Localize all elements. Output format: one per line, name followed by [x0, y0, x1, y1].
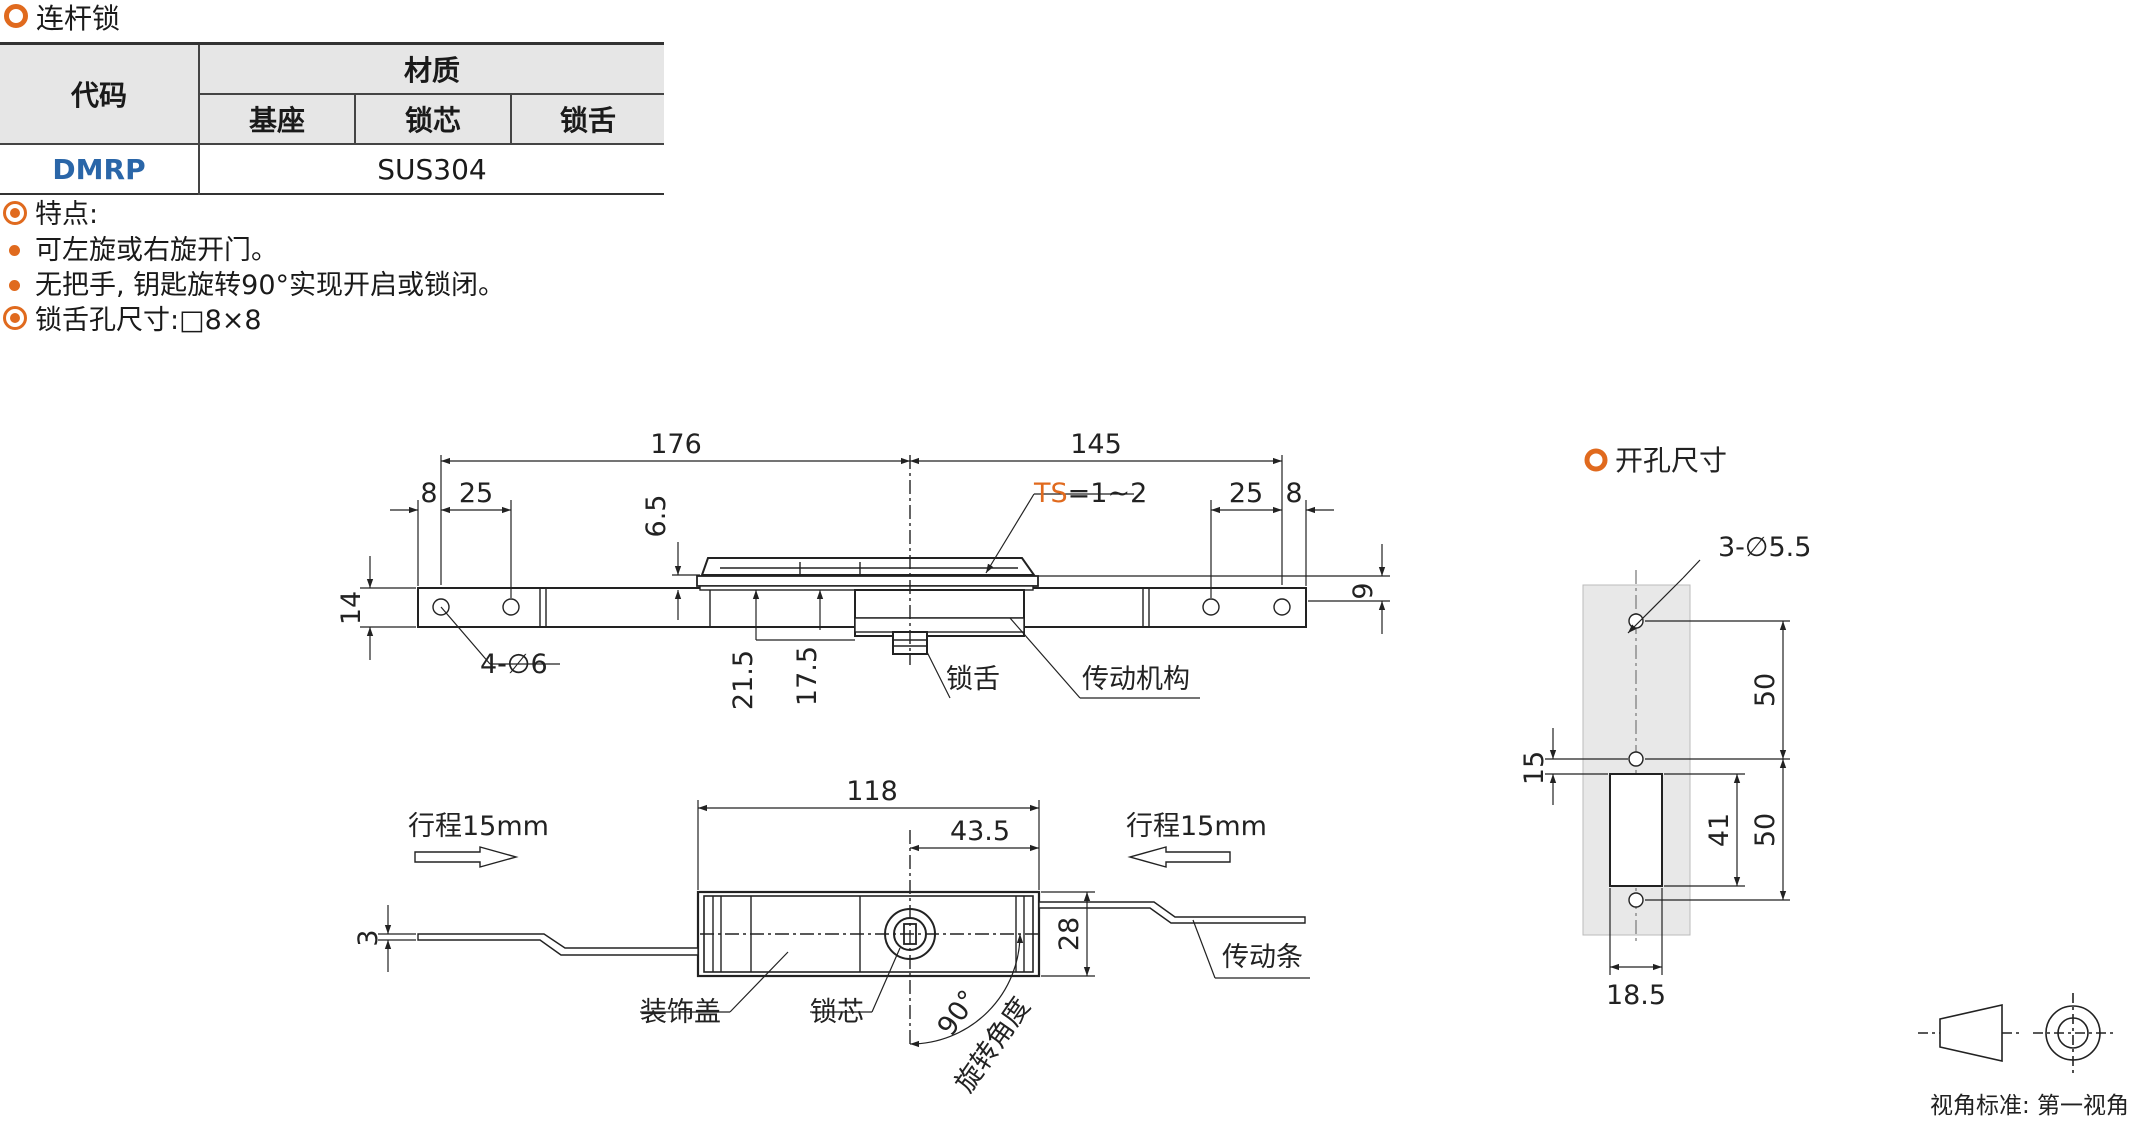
material-table: 代码 材质 基座 锁芯 锁舌 DMRP SUS304 — [0, 42, 664, 195]
dim-43-5: 43.5 — [950, 816, 1010, 847]
cutout-dim-18-5: 18.5 — [1606, 980, 1666, 1011]
label-mechanism: 传动机构 — [1082, 664, 1190, 695]
table-row: DMRP SUS304 — [0, 144, 664, 194]
subheader-core: 锁芯 — [355, 94, 512, 145]
code-header: 代码 — [0, 43, 200, 145]
title-bullet-icon — [4, 4, 28, 28]
projection-symbol — [1918, 993, 2113, 1073]
hole-size-line: 锁舌孔尺寸:□8×8 — [35, 307, 262, 334]
page-title: 连杆锁 — [36, 2, 121, 35]
angle-value: 90° — [932, 985, 985, 1042]
hole-size-bullet-icon — [3, 306, 27, 330]
top-view — [417, 455, 1307, 665]
dim-9: 9 — [1348, 582, 1379, 599]
feature-bullet-icon — [9, 245, 20, 256]
code-cell: DMRP — [0, 144, 200, 194]
dim-118: 118 — [846, 776, 898, 807]
dim-6-5: 6.5 — [641, 495, 672, 538]
travel-right-label: 行程15mm — [1126, 811, 1267, 842]
feature-item: 可左旋或右旋开门。 — [35, 235, 278, 266]
travel-left-label: 行程15mm — [408, 811, 549, 842]
dim-14: 14 — [336, 591, 367, 625]
dim-8-left: 8 — [420, 478, 437, 509]
material-cell: SUS304 — [199, 144, 664, 194]
label-cover: 装饰盖 — [640, 997, 721, 1028]
cutout-dimensions — [1545, 559, 1790, 975]
dim-176: 176 — [650, 429, 702, 460]
cutout-dim-50-bottom: 50 — [1750, 813, 1781, 847]
projection-label: 视角标准: 第一视角 — [1930, 1093, 2129, 1119]
top-view-dimensions — [360, 455, 1390, 699]
features-bullet-icon — [3, 201, 27, 225]
cutout-drawing — [1582, 570, 1691, 945]
ts-suffix: =1~2 — [1068, 478, 1148, 509]
label-bar: 传动条 — [1222, 942, 1303, 973]
material-header: 材质 — [199, 43, 664, 95]
cutout-hole-label: 3-∅5.5 — [1718, 532, 1811, 563]
feature-bullet-icon — [9, 280, 20, 291]
hole-callout: 4-∅6 — [480, 649, 548, 680]
dim-28: 28 — [1054, 917, 1085, 951]
dim-21-5: 21.5 — [728, 650, 759, 710]
ts-label: TS=1~2 — [1033, 478, 1147, 509]
dim-145: 145 — [1070, 429, 1122, 460]
dim-25-left: 25 — [459, 478, 493, 509]
dim-8-right: 8 — [1285, 478, 1302, 509]
cutout-dim-15: 15 — [1519, 751, 1550, 785]
label-tongue: 锁舌 — [946, 664, 1000, 695]
bottom-view-dimensions — [378, 800, 1310, 1048]
label-core: 锁芯 — [810, 997, 864, 1028]
features-heading: 特点: — [35, 199, 99, 230]
subheader-base: 基座 — [199, 94, 356, 145]
dim-17-5: 17.5 — [792, 646, 823, 706]
cutout-title: 开孔尺寸 — [1615, 444, 1727, 477]
cutout-dim-41: 41 — [1704, 813, 1735, 847]
hole-size-label: 锁舌孔尺寸: — [35, 305, 180, 336]
ts-prefix: TS — [1033, 478, 1068, 509]
subheader-tongue: 锁舌 — [511, 94, 664, 145]
cutout-title-bullet-icon — [1584, 448, 1608, 472]
dim-3: 3 — [353, 929, 384, 946]
feature-item: 无把手, 钥匙旋转90°实现开启或锁闭。 — [35, 270, 506, 301]
dim-25-right: 25 — [1229, 478, 1263, 509]
cutout-dim-50-top: 50 — [1750, 673, 1781, 707]
hole-size-value: □8×8 — [179, 305, 262, 336]
